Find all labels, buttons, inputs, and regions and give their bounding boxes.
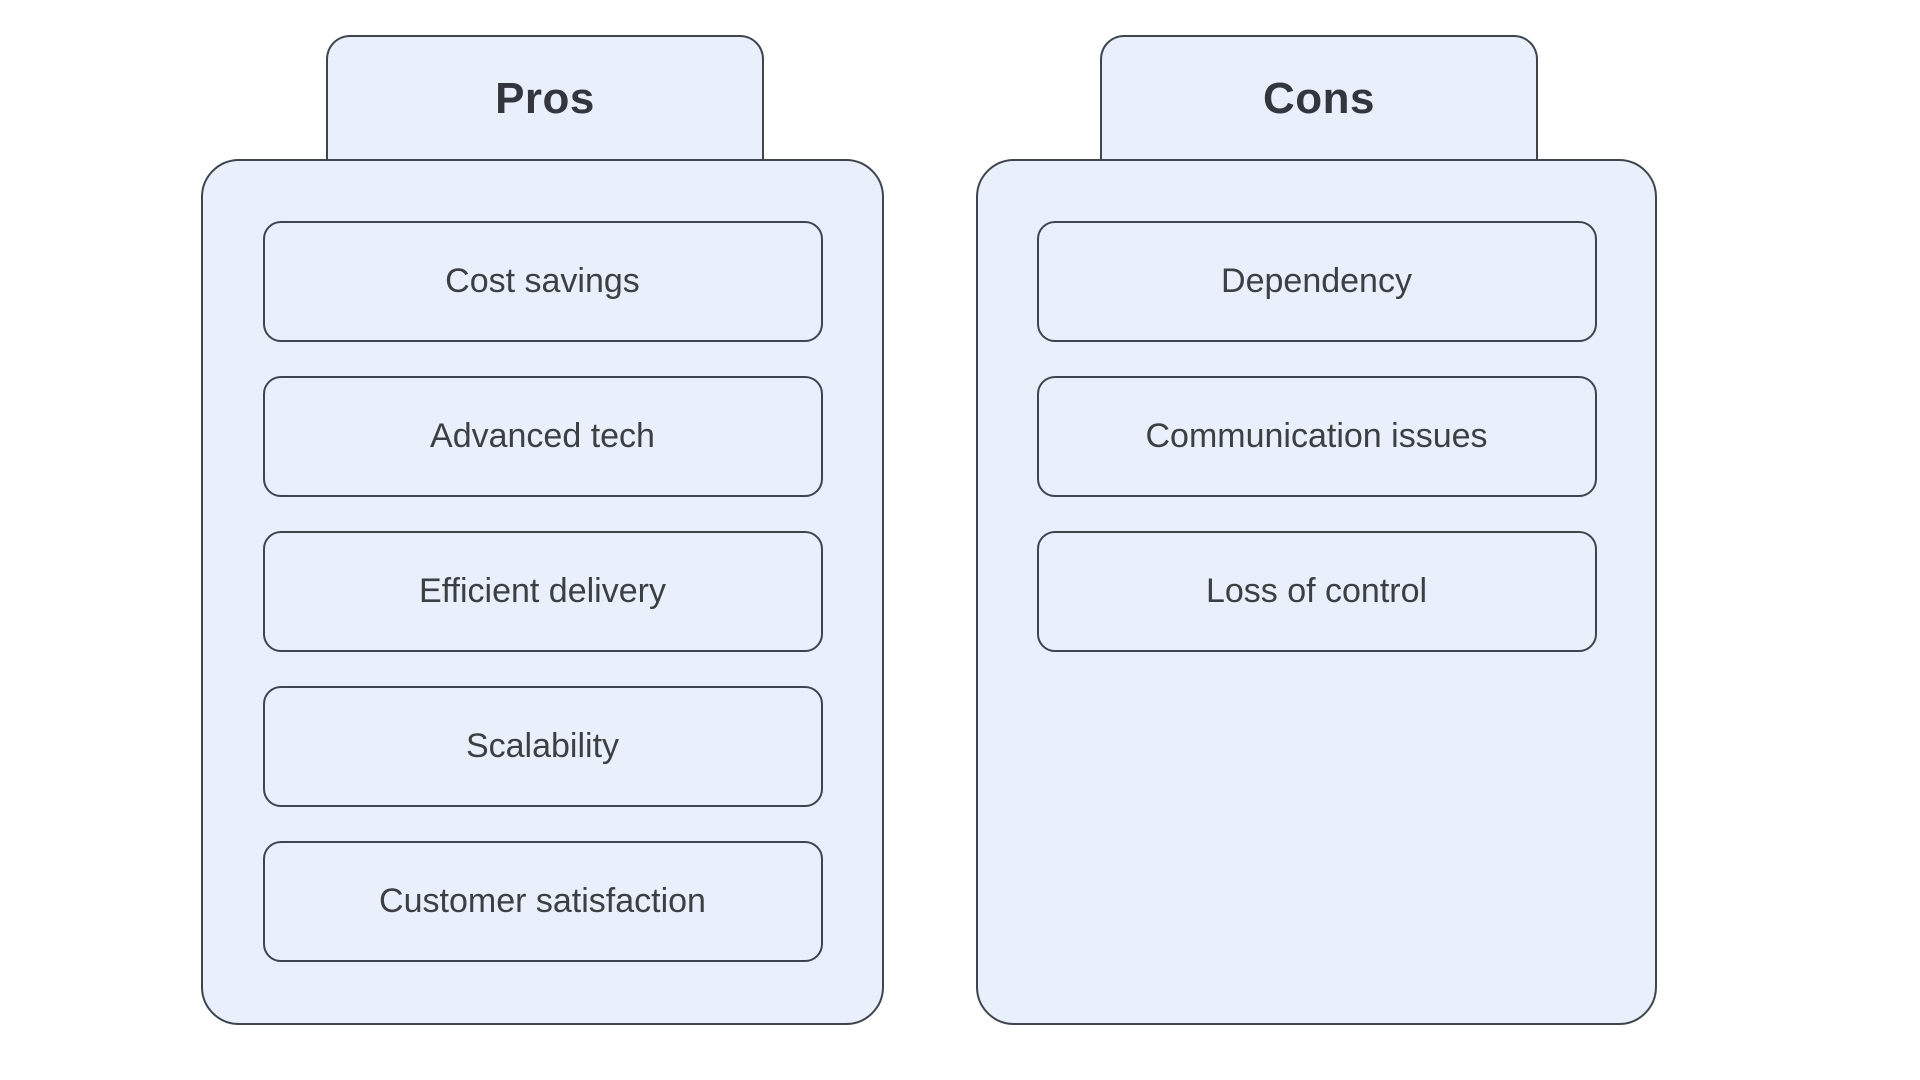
cons-item-node: Communication issues bbox=[1036, 376, 1597, 497]
pros-item-node: Customer satisfaction bbox=[262, 841, 823, 962]
cons-item-node: Dependency bbox=[1036, 221, 1597, 342]
pros-item-node: Advanced tech bbox=[262, 376, 823, 497]
pros-title: Pros bbox=[495, 74, 595, 123]
pros-title-tab: Pros bbox=[326, 35, 764, 161]
pros-item-node: Efficient delivery bbox=[262, 531, 823, 652]
cons-title: Cons bbox=[1263, 74, 1375, 123]
pros-item-node: Scalability bbox=[262, 686, 823, 807]
pros-item-node: Cost savings bbox=[262, 221, 823, 342]
cons-item-node: Loss of control bbox=[1036, 531, 1597, 652]
cons-title-tab: Cons bbox=[1100, 35, 1538, 161]
